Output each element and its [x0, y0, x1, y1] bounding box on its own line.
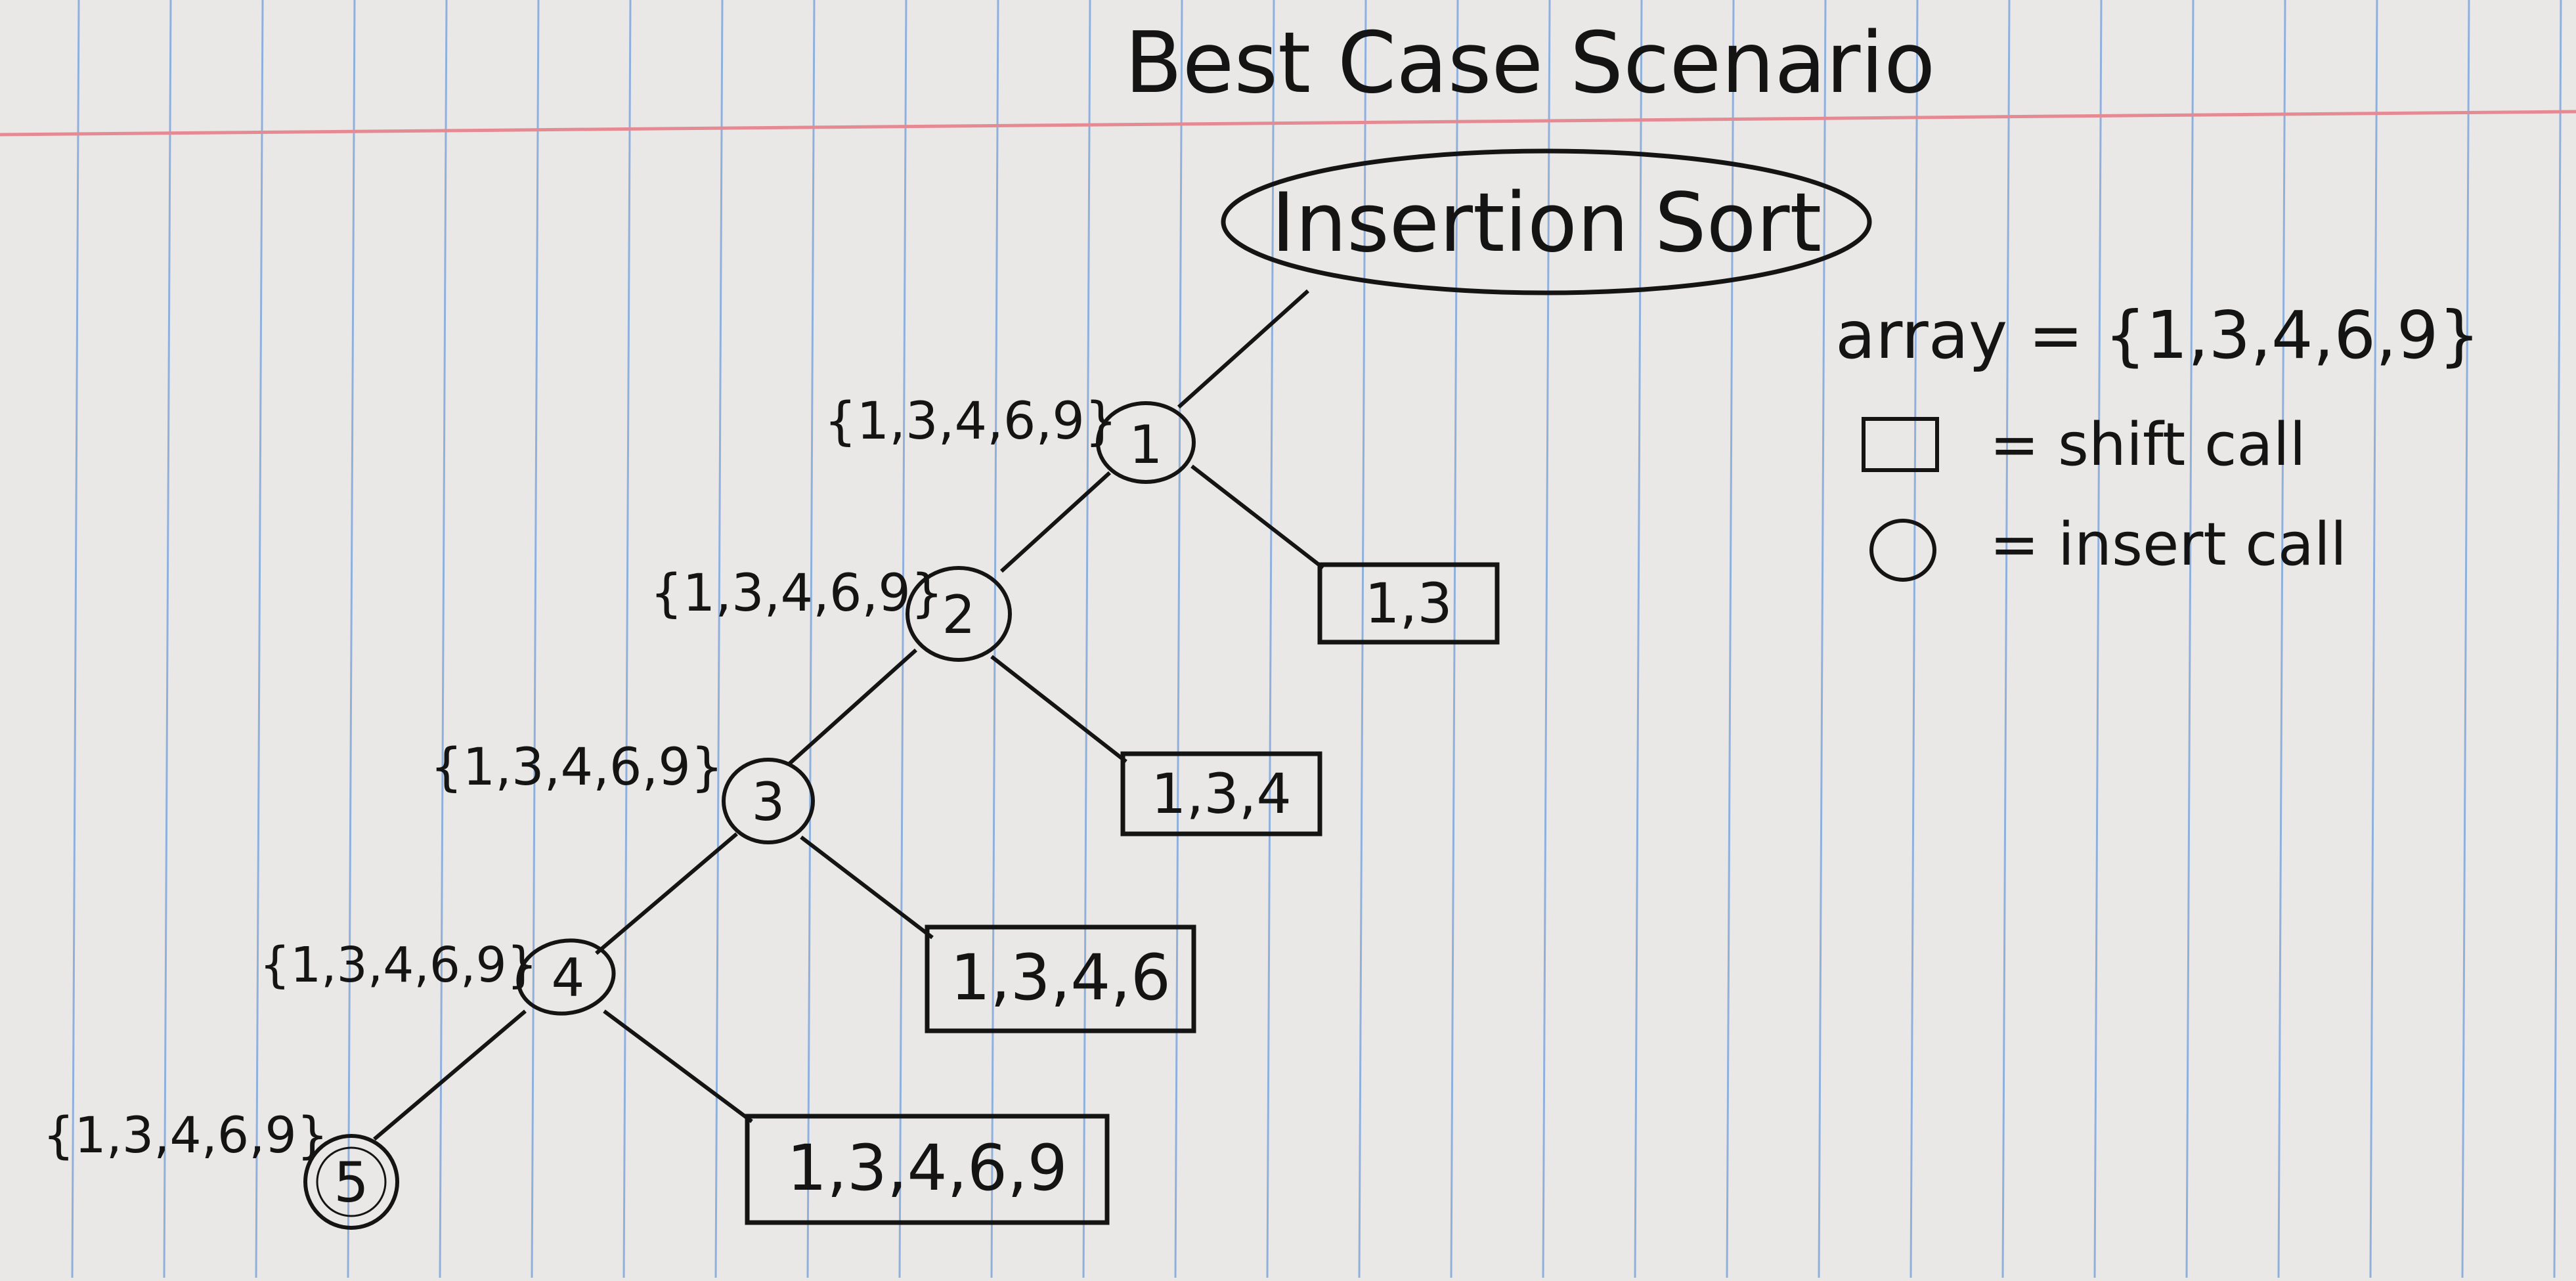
margin-line: [0, 110, 2576, 137]
insert-node-4-label: 4: [552, 947, 585, 1009]
array-label-1: {1,3,4,6,9}: [824, 392, 1118, 451]
edge-3-4: [595, 832, 738, 955]
insert-node-1: [1096, 401, 1196, 484]
rule-line: [1910, 0, 1919, 1278]
legend-shift-label: = shift call: [1990, 410, 2306, 479]
insert-node-2-label: 2: [942, 584, 976, 645]
rule-line: [1266, 0, 1275, 1278]
legend: array = {1,3,4,6,9} = shift call = inser…: [1835, 297, 2480, 582]
rule-line: [163, 0, 172, 1278]
rule-line: [1450, 0, 1459, 1278]
array-label-3: {1,3,4,6,9}: [430, 738, 724, 797]
tree-edges: [373, 289, 1324, 1141]
edge-2-shift-2: [990, 655, 1127, 764]
shift-node-1-label: 1,3: [1364, 571, 1452, 636]
edge-3-shift-3: [800, 835, 934, 940]
rule-line: [714, 0, 724, 1278]
rule-line: [990, 0, 999, 1278]
rule-line: [439, 0, 448, 1278]
legend-shift-box: [1862, 417, 1939, 472]
legend-insert-circle: [1869, 519, 1936, 582]
rule-line: [1082, 0, 1091, 1278]
array-definition: array = {1,3,4,6,9}: [1835, 297, 2480, 374]
edge-2-3: [786, 648, 918, 767]
shift-node-3-label: 1,3,4,6: [950, 941, 1171, 1014]
edge-1-2: [999, 471, 1112, 573]
rule-line: [71, 0, 80, 1278]
rule-line: [2093, 0, 2103, 1278]
edge-4-5: [373, 1009, 527, 1141]
rule-line: [531, 0, 540, 1278]
rule-line: [2461, 0, 2470, 1278]
ruled-lines: [71, 0, 2562, 1278]
rule-line: [255, 0, 264, 1278]
rule-line: [622, 0, 632, 1278]
shift-node-2-label: 1,3,4: [1151, 762, 1292, 826]
insert-node-5-label: 5: [334, 1150, 368, 1215]
array-label-2: {1,3,4,6,9}: [650, 564, 944, 623]
insert-node-5: [303, 1134, 399, 1230]
edge-1-shift-1: [1190, 464, 1324, 570]
rule-line: [1542, 0, 1551, 1278]
insert-nodes: 1 2 3 4 5: [303, 401, 1196, 1230]
insert-node-2: [906, 566, 1012, 662]
shift-node-4-label: 1,3,4,6,9: [787, 1131, 1067, 1205]
rule-line: [1358, 0, 1367, 1278]
rule-line: [2277, 0, 2286, 1278]
rule-line: [2553, 0, 2562, 1278]
rule-line: [898, 0, 907, 1278]
insert-node-3: [722, 758, 815, 844]
array-label-4: {1,3,4,6,9}: [259, 937, 538, 993]
root-label: Insertion Sort: [1271, 176, 1822, 271]
root-ellipse: [1221, 148, 1872, 295]
shift-node-3: [925, 924, 1196, 1033]
page-title: Best Case Scenario: [1125, 14, 1936, 112]
rule-line: [2185, 0, 2194, 1278]
rule-line: [1634, 0, 1643, 1278]
array-annotations: {1,3,4,6,9} {1,3,4,6,9} {1,3,4,6,9} {1,3…: [43, 392, 1118, 1164]
shift-node-4: [745, 1114, 1110, 1225]
shift-node-2: [1120, 751, 1322, 836]
insert-node-3-label: 3: [752, 771, 785, 833]
shift-node-1: [1317, 562, 1500, 645]
edge-root-1: [1177, 289, 1310, 409]
rule-line: [1174, 0, 1183, 1278]
edge-4-shift-4: [603, 1009, 753, 1123]
rule-line: [2001, 0, 2011, 1278]
rule-line: [347, 0, 356, 1278]
insert-node-1-label: 1: [1129, 414, 1163, 475]
shift-nodes: 1,3 1,3,4 1,3,4,6 1,3,4,6,9: [745, 562, 1500, 1225]
rule-line: [806, 0, 816, 1278]
array-label-5: {1,3,4,6,9}: [43, 1106, 328, 1164]
rule-line: [2369, 0, 2378, 1278]
insert-node-5-inner: [316, 1146, 387, 1217]
insert-node-4: [516, 938, 616, 1016]
rule-line: [1726, 0, 1735, 1278]
legend-insert-label: = insert call: [1990, 510, 2347, 579]
rule-line: [1818, 0, 1827, 1278]
